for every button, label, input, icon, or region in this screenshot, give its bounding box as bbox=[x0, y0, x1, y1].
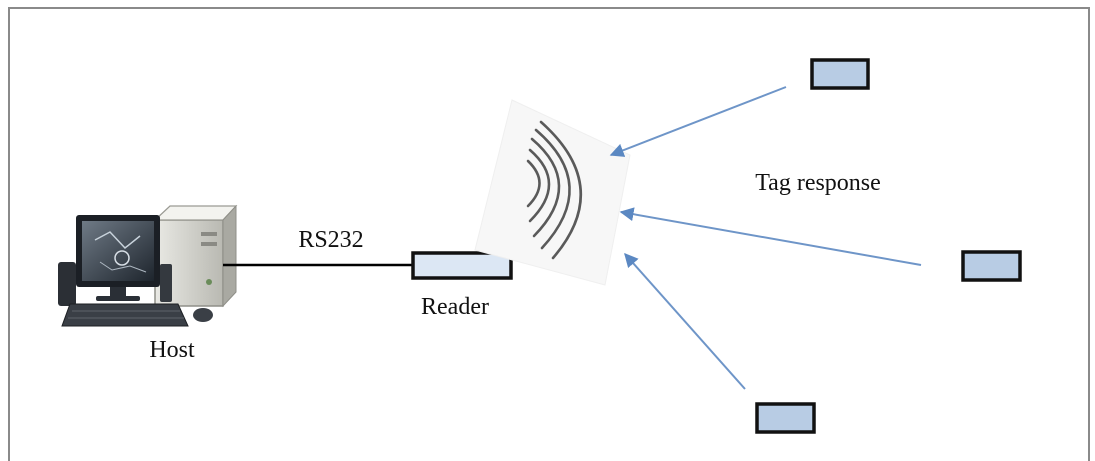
tag-response-arrow-top bbox=[609, 86, 787, 157]
reader-label: Reader bbox=[421, 294, 489, 320]
tag-right bbox=[961, 250, 1022, 282]
tag-bottom bbox=[755, 402, 816, 434]
tag-response-arrow-right bbox=[619, 207, 922, 266]
rs232-label: RS232 bbox=[298, 227, 363, 253]
diagram-frame bbox=[8, 7, 1090, 461]
radio-waves-icon bbox=[526, 120, 582, 260]
reader-box bbox=[411, 251, 513, 280]
tag-top bbox=[810, 58, 870, 90]
waves-backdrop bbox=[474, 99, 631, 286]
host-label: Host bbox=[149, 337, 195, 363]
tag-response-label: Tag response bbox=[755, 170, 881, 196]
tag-response-arrow-bottom bbox=[624, 252, 746, 390]
computer-icon bbox=[58, 204, 238, 327]
